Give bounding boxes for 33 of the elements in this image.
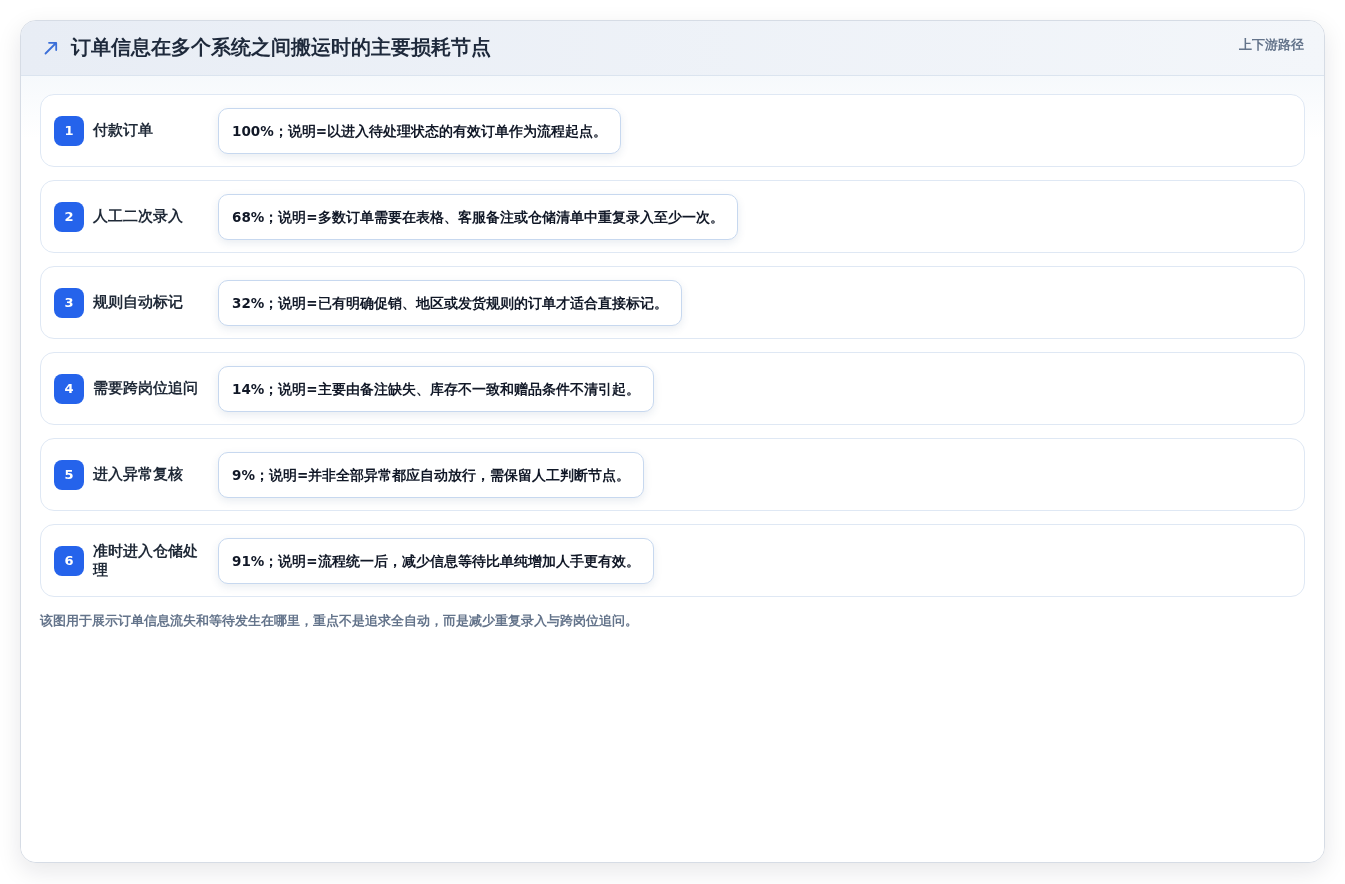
header-note: 上下游路径 xyxy=(1239,36,1304,54)
step-label: 进入异常复核 xyxy=(93,465,184,484)
detail-box xyxy=(218,451,645,498)
step-number-badge: 5 xyxy=(54,459,84,490)
step-number-badge: 3 xyxy=(54,287,84,318)
step-label: 准时进入仓储处理 xyxy=(93,541,199,580)
step-row xyxy=(40,94,1305,167)
step-number-badge: 4 xyxy=(54,373,84,404)
step-label: 需要跨岗位追问 xyxy=(93,379,199,398)
detail-box xyxy=(218,193,738,240)
step-number-badge: 6 xyxy=(54,545,84,576)
step-row xyxy=(40,438,1305,511)
step-label: 付款订单 xyxy=(93,121,154,140)
step-row xyxy=(40,352,1305,425)
step-label: 人工二次录入 xyxy=(93,207,184,226)
detail-box xyxy=(218,537,654,584)
step-label: 规则自动标记 xyxy=(93,293,184,312)
step-number-badge: 1 xyxy=(54,115,84,146)
step-row xyxy=(40,266,1305,339)
step-number-badge: 2 xyxy=(54,201,84,232)
caption: 该图用于展示订单信息流失和等待发生在哪里，重点不是追求全自动，而是减少重复录入与跨岗位追问。 xyxy=(40,612,639,630)
detail-text: 100%；说明=以进入待处理状态的有效订单作为流程起点。 xyxy=(232,121,608,141)
detail-text: 9%；说明=并非全部异常都应自动放行，需保留人工判断节点。 xyxy=(232,465,631,485)
step-row xyxy=(40,180,1305,253)
step-row xyxy=(40,524,1305,597)
detail-text: 68%；说明=多数订单需要在表格、客服备注或仓储清单中重复录入至少一次。 xyxy=(232,207,724,227)
detail-box xyxy=(218,107,622,154)
detail-box xyxy=(218,365,654,412)
detail-box xyxy=(218,279,682,326)
detail-text: 91%；说明=流程统一后，减少信息等待比单纯增加人手更有效。 xyxy=(232,551,640,571)
title: 订单信息在多个系统之间搬运时的主要损耗节点 xyxy=(71,35,491,62)
detail-text: 14%；说明=主要由备注缺失、库存不一致和赠品条件不清引起。 xyxy=(232,379,640,399)
detail-text: 32%；说明=已有明确促销、地区或发货规则的订单才适合直接标记。 xyxy=(232,293,668,313)
